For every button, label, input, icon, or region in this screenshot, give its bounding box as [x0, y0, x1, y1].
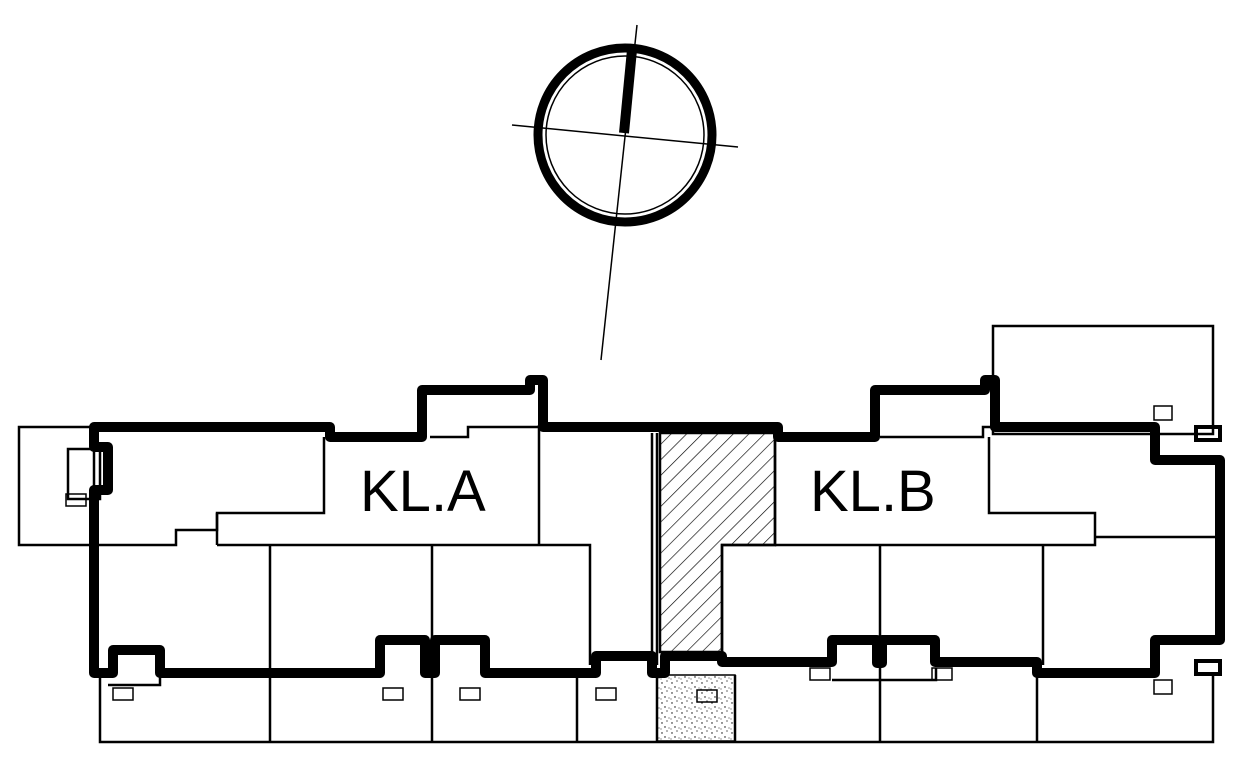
stippled-entry-area	[656, 674, 736, 742]
corridor-a-bottom	[217, 543, 592, 665]
balcony-ledge	[108, 675, 162, 687]
upper-right-annex	[991, 324, 1215, 436]
detail-symbols	[65, 405, 1222, 703]
north-arrow-symbol	[511, 24, 739, 361]
hatched-stair-core	[658, 431, 777, 654]
north-arrow-outer-ring	[533, 43, 717, 227]
balcony-ledge	[832, 668, 938, 682]
north-pointer-icon	[619, 49, 637, 134]
exterior-walls	[89, 375, 1225, 678]
corridor-left-edge	[94, 437, 326, 547]
corridor-b-outline	[775, 437, 1097, 547]
north-arrow-inner-ring	[545, 55, 705, 215]
vent-symbol	[459, 687, 481, 701]
vent-symbol	[595, 687, 617, 701]
block-b-label: KL.B	[810, 459, 936, 524]
vent-symbol	[112, 687, 134, 701]
block-a-top-step	[430, 425, 539, 439]
box-symbol	[1194, 425, 1222, 442]
block-a-label: KL.A	[360, 459, 486, 524]
vent-symbol	[809, 667, 831, 681]
vent-symbol	[931, 667, 953, 681]
left-stair-box	[66, 447, 102, 501]
vent-symbol	[382, 687, 404, 701]
vent-symbol	[65, 493, 87, 507]
vent-symbol	[1153, 405, 1173, 421]
left-annex	[17, 425, 96, 547]
block-b-top-step	[880, 425, 996, 439]
building-outline-wall	[89, 375, 1225, 678]
vent-symbol	[1153, 679, 1173, 695]
box-symbol	[1194, 659, 1222, 676]
vent-symbol	[696, 689, 718, 703]
plan-thin-lines	[17, 324, 1218, 744]
east-west-axis-line	[511, 124, 739, 148]
